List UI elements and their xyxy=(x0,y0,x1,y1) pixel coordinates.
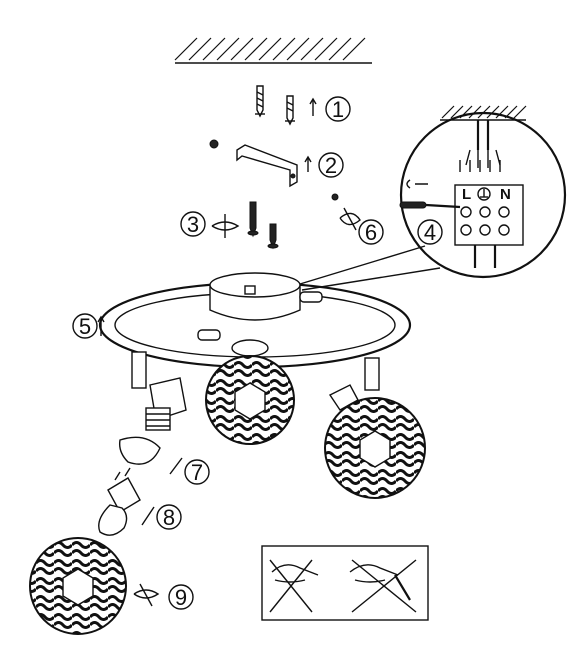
hexagon-logo xyxy=(62,568,94,606)
terminal-detail: L N xyxy=(399,105,567,279)
arrow-head xyxy=(309,97,317,105)
hatch-line xyxy=(441,105,455,119)
hatch-line xyxy=(328,37,352,61)
hexagon-logo xyxy=(234,382,266,420)
step-4-label: 4 xyxy=(424,220,436,245)
terminal-label-l: L xyxy=(462,186,471,203)
step-1-circle xyxy=(325,96,351,122)
no-bare-hands-warning xyxy=(261,545,429,621)
hatch-line xyxy=(258,37,282,61)
screw xyxy=(247,201,279,250)
ring-lamp-body xyxy=(98,272,412,369)
step-7-label: 7 xyxy=(191,460,203,485)
step-7-circle xyxy=(184,459,210,485)
step-8-label: 8 xyxy=(163,505,175,530)
hatch-line xyxy=(342,37,366,61)
step-9-label: 9 xyxy=(175,585,187,610)
step-6-circle xyxy=(358,219,384,245)
hatch-line xyxy=(468,105,482,119)
rotate-arrow xyxy=(133,589,160,599)
step-7-arrow xyxy=(169,457,183,475)
g9-bulb xyxy=(98,467,141,536)
hatch-line xyxy=(450,105,464,119)
hatch-line xyxy=(504,105,518,119)
hexagon-logo xyxy=(359,430,391,468)
hatch-line xyxy=(174,37,198,61)
bulb-cover xyxy=(118,436,161,465)
hatch-line xyxy=(202,37,226,61)
screwdriver xyxy=(399,179,461,209)
step-3-label: 3 xyxy=(187,212,199,237)
step-6-label: 6 xyxy=(365,220,377,245)
step-2-circle xyxy=(318,152,344,178)
hatch-line xyxy=(486,105,500,119)
earth-symbol xyxy=(477,187,491,201)
step-8-circle xyxy=(156,504,182,530)
spot-head xyxy=(131,351,380,431)
small-screw xyxy=(331,193,339,201)
step-1-label: 1 xyxy=(332,97,344,122)
hatch-line xyxy=(314,37,338,61)
hatch-line xyxy=(286,37,310,61)
step-5-circle xyxy=(72,313,98,339)
step-9-circle xyxy=(168,584,194,610)
step-3-circle xyxy=(180,211,206,237)
terminal-label-n: N xyxy=(500,186,511,203)
step-5-label: 5 xyxy=(79,314,91,339)
mounting-bracket xyxy=(236,144,298,188)
hatch-line xyxy=(300,37,324,61)
hatch-line xyxy=(495,105,509,119)
step-2-label: 2 xyxy=(325,153,337,178)
nut xyxy=(209,139,219,149)
hatch-line xyxy=(244,37,268,61)
hatch-line xyxy=(216,37,240,61)
screw-anchor xyxy=(255,85,295,126)
step-4-circle xyxy=(417,219,443,245)
step-8-arrow xyxy=(141,506,155,526)
hatch-line xyxy=(188,37,212,61)
hatch-line xyxy=(477,105,491,119)
hatch-line xyxy=(272,37,296,61)
hatch-line xyxy=(230,37,254,61)
hatch-line xyxy=(513,105,527,119)
ceiling-hatch xyxy=(174,37,372,64)
hatch-line xyxy=(459,105,473,119)
rotate-arrow xyxy=(211,221,240,231)
zoom-line xyxy=(299,245,426,285)
